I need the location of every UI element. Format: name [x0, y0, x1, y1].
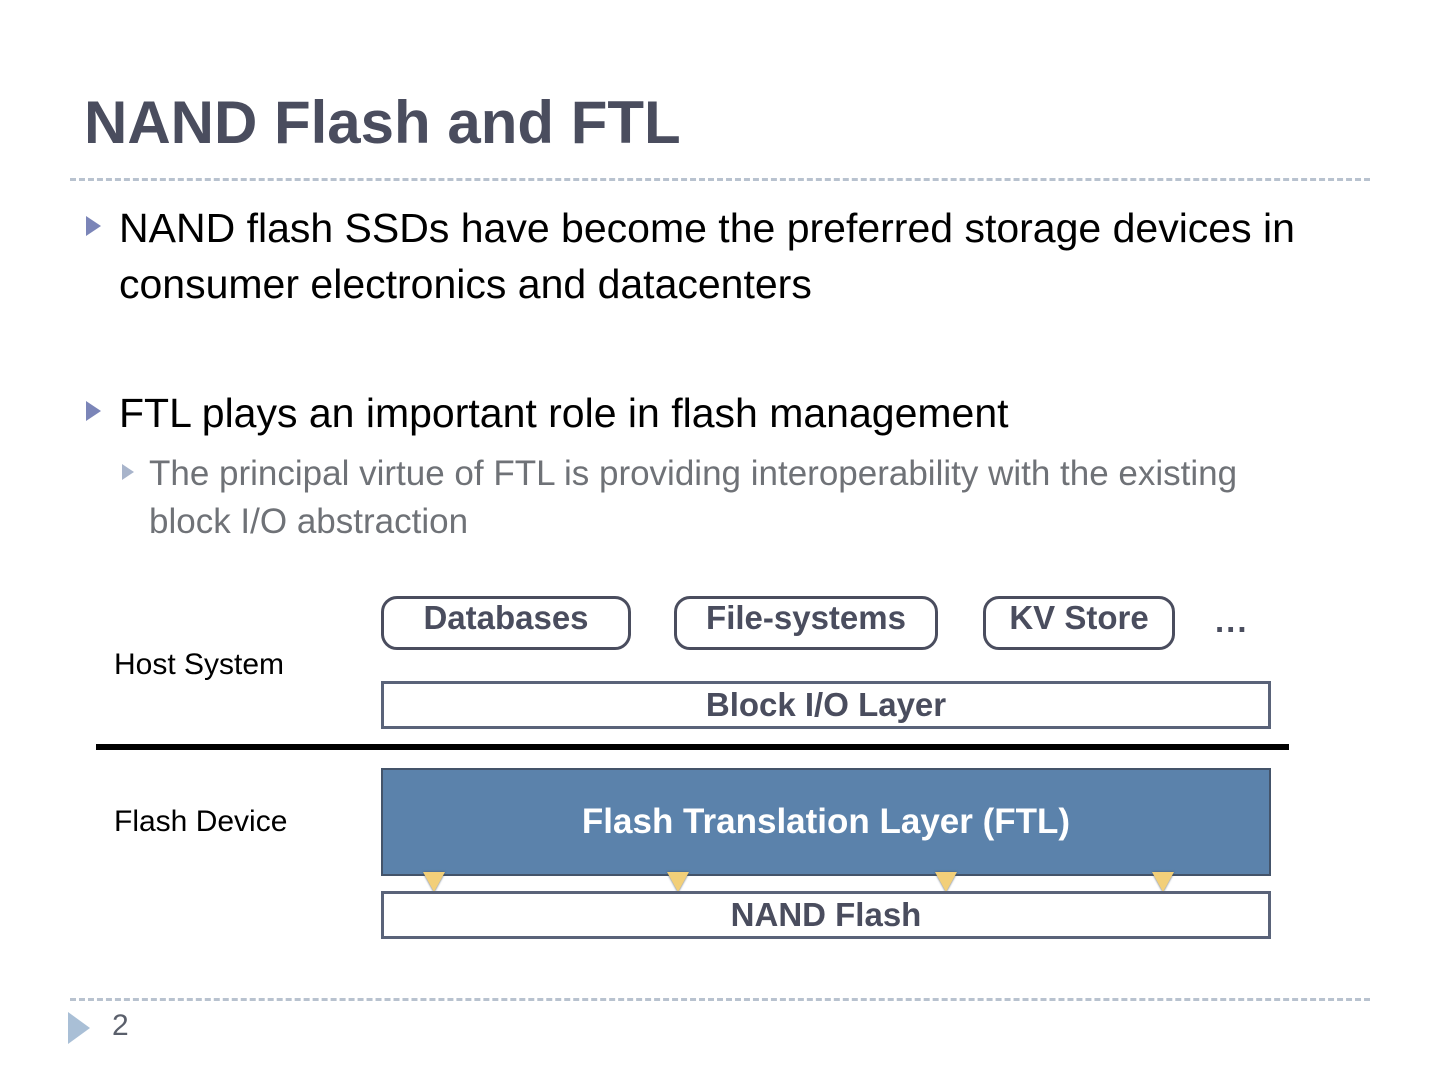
- triangle-right-footer-icon: [68, 1012, 90, 1044]
- diagram-box-nand-flash: NAND Flash: [381, 891, 1271, 939]
- channel-arrow-down-icon: [423, 872, 445, 892]
- channel-arrow-down-icon: [1152, 872, 1174, 892]
- host-device-boundary-divider: [96, 744, 1289, 750]
- footer-divider: [70, 998, 1370, 1001]
- page-title: NAND Flash and FTL: [84, 89, 681, 156]
- channel-arrow-down-icon: [935, 872, 957, 892]
- host-system-label: Host System: [114, 648, 285, 681]
- diagram-box-block-io-layer-label: Block I/O Layer: [705, 686, 947, 723]
- triangle-right-bullet-icon: [86, 216, 101, 236]
- bullet-item-2-label: FTL plays an important role in flash man…: [119, 390, 1009, 436]
- triangle-right-bullet-icon: [86, 401, 101, 421]
- diagram-ellipsis-label: ...: [1215, 602, 1249, 639]
- diagram-box-filesystems: File-systems: [674, 596, 938, 650]
- diagram-box-ftl-label: Flash Translation Layer (FTL): [581, 802, 1071, 841]
- diagram-box-block-io-layer: Block I/O Layer: [381, 681, 1271, 729]
- diagram-box-filesystems-label: File-systems: [706, 599, 906, 636]
- diagram-box-nand-flash-label: NAND Flash: [730, 896, 922, 933]
- page-number: 2: [112, 1009, 129, 1042]
- diagram-box-databases-label: Databases: [423, 599, 589, 636]
- flash-device-label: Flash Device: [114, 805, 288, 838]
- diagram-box-kv-store-label: KV Store: [1009, 599, 1149, 636]
- triangle-right-subbullet-icon: [122, 464, 134, 480]
- bullet-item-1: NAND flash SSDs have become the preferre…: [86, 200, 1349, 312]
- channel-arrow-down-icon: [667, 872, 689, 892]
- title-divider: [70, 178, 1370, 181]
- bullet-item-2: FTL plays an important role in flash man…: [86, 385, 1009, 441]
- bullet-item-1-label: NAND flash SSDs have become the preferre…: [119, 205, 1295, 307]
- diagram-box-databases: Databases: [381, 596, 631, 650]
- bullet-item-3: The principal virtue of FTL is providing…: [122, 450, 1269, 546]
- diagram-box-ftl: Flash Translation Layer (FTL): [381, 768, 1271, 876]
- diagram-box-kv-store: KV Store: [983, 596, 1175, 650]
- bullet-item-3-label: The principal virtue of FTL is providing…: [149, 454, 1238, 541]
